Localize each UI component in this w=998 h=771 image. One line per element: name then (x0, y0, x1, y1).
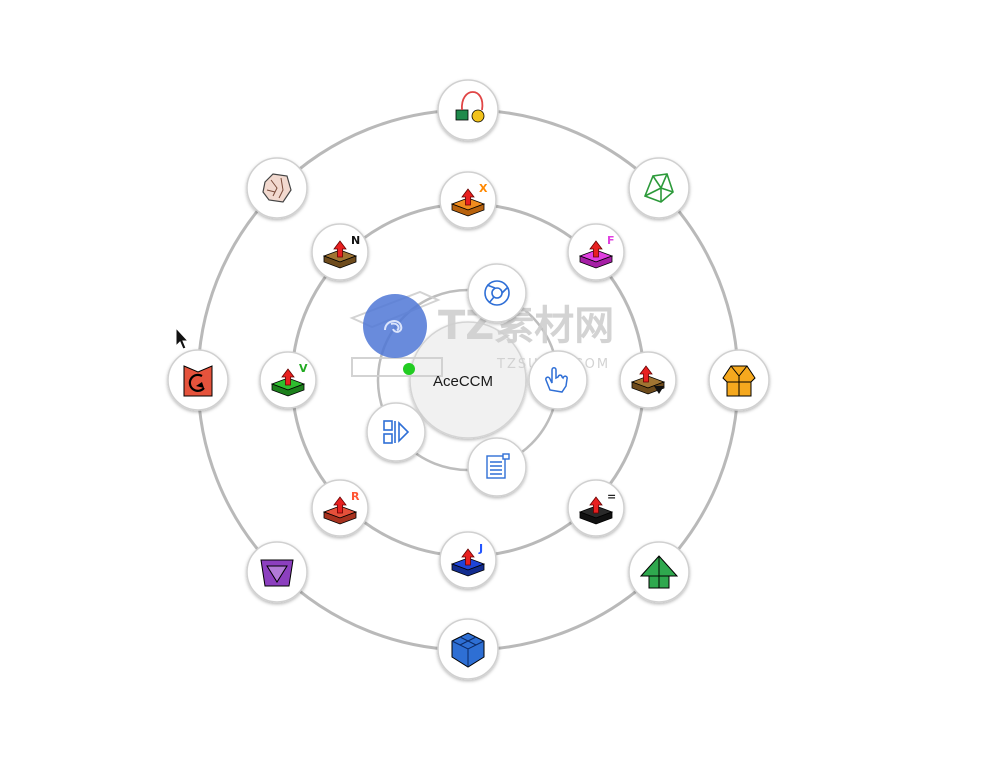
push-r-button[interactable]: R (311, 479, 369, 537)
rotate-roof-icon (183, 365, 213, 397)
push-j-button[interactable]: J (439, 531, 497, 589)
purple-roof-icon (260, 559, 294, 587)
document-list-button[interactable] (467, 437, 527, 497)
chrome-icon (484, 280, 510, 306)
push-x-button[interactable]: X (439, 171, 497, 229)
push-j-icon: J (450, 542, 486, 577)
hand-pointer-button[interactable] (528, 350, 588, 410)
push-f-button[interactable]: F (567, 223, 625, 281)
rock-texture-button[interactable] (246, 157, 308, 219)
chrome-button[interactable] (467, 263, 527, 323)
hand-pointer-icon (545, 367, 568, 393)
mouse-cursor-icon (175, 326, 190, 350)
push-f-letter: F (607, 234, 615, 247)
layout-play-button[interactable] (366, 402, 426, 462)
center-label: AceCCM (433, 373, 493, 390)
blue-circle-button[interactable] (363, 294, 427, 358)
blue-roof-icon (451, 632, 485, 668)
rotate-roof-button[interactable] (167, 349, 229, 411)
green-roof-icon (639, 555, 679, 589)
push-v-button[interactable]: V (259, 351, 317, 409)
push-j-letter: J (478, 542, 483, 555)
push-r-icon: R (322, 490, 360, 525)
push-n-letter: N (351, 234, 360, 247)
push-x-icon: X (450, 182, 488, 217)
push-equals-icon: = (578, 490, 616, 525)
mesh-surface-button[interactable] (628, 157, 690, 219)
push-v-letter: V (299, 362, 308, 375)
push-f-icon: F (578, 234, 615, 269)
purple-roof-button[interactable] (246, 541, 308, 603)
push-n-button[interactable]: N (311, 223, 369, 281)
curve-connect-icon (455, 91, 485, 123)
push-x-letter: X (479, 182, 488, 195)
push-wood-down-icon (630, 365, 666, 395)
document-list-icon (486, 453, 510, 479)
layout-play-icon (383, 420, 410, 444)
push-equals-button[interactable]: = (567, 479, 625, 537)
push-equals-letter: = (607, 490, 616, 503)
push-v-icon: V (270, 362, 308, 397)
yellow-roof-icon (722, 365, 756, 397)
blue-circle-icon (384, 320, 403, 333)
curve-connect-button[interactable] (437, 79, 499, 141)
push-n-icon: N (322, 234, 360, 269)
rock-texture-icon (262, 173, 292, 203)
push-r-letter: R (351, 490, 360, 503)
mesh-surface-icon (643, 173, 674, 203)
center-hub[interactable] (409, 321, 527, 439)
green-roof-button[interactable] (628, 541, 690, 603)
yellow-roof-button[interactable] (708, 349, 770, 411)
blue-roof-button[interactable] (437, 618, 499, 680)
status-dot (403, 363, 415, 375)
watermark-title: TZ素材网 (438, 303, 614, 349)
push-wood-down-button[interactable] (619, 351, 677, 409)
